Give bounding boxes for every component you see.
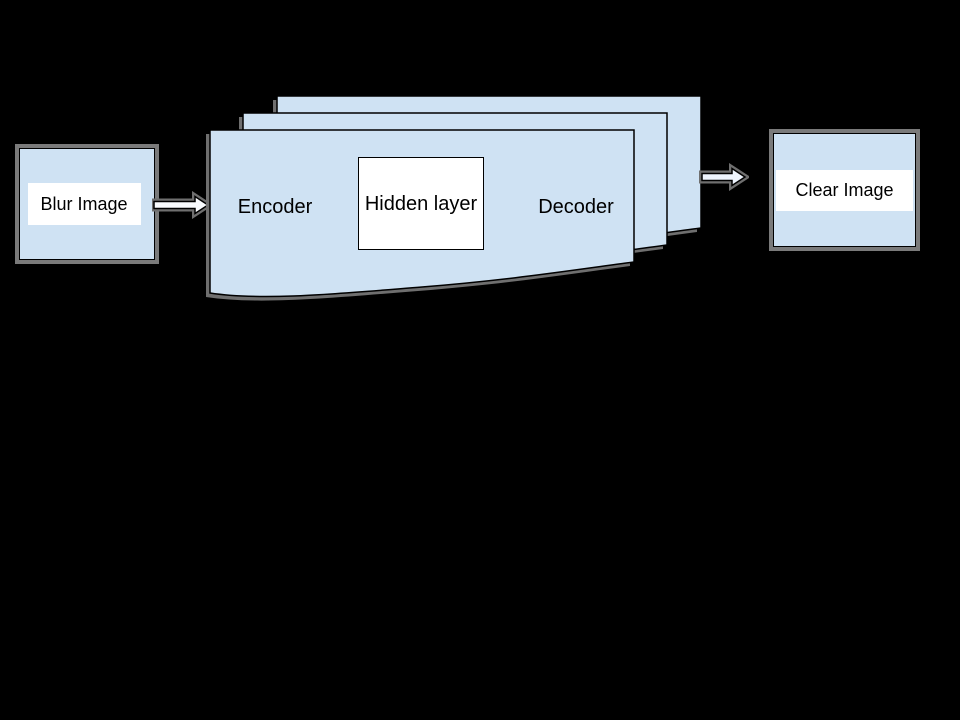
decoder-label: Decoder — [538, 196, 614, 218]
clear-image-label-strip: Clear Image — [776, 169, 913, 211]
arrow-output-icon — [699, 163, 749, 191]
encoder-label: Encoder — [237, 196, 313, 218]
hidden-layer-node: Hidden layer — [358, 157, 484, 250]
clear-image-node: Clear Image — [773, 133, 916, 247]
blur-image-node: Blur Image — [19, 148, 155, 260]
arrow-input-icon — [152, 191, 210, 219]
clear-image-label: Clear Image — [795, 180, 894, 200]
blur-image-label-strip: Blur Image — [27, 183, 141, 225]
blur-image-label: Blur Image — [40, 194, 128, 214]
hidden-layer-label: Hidden layer — [364, 192, 478, 215]
